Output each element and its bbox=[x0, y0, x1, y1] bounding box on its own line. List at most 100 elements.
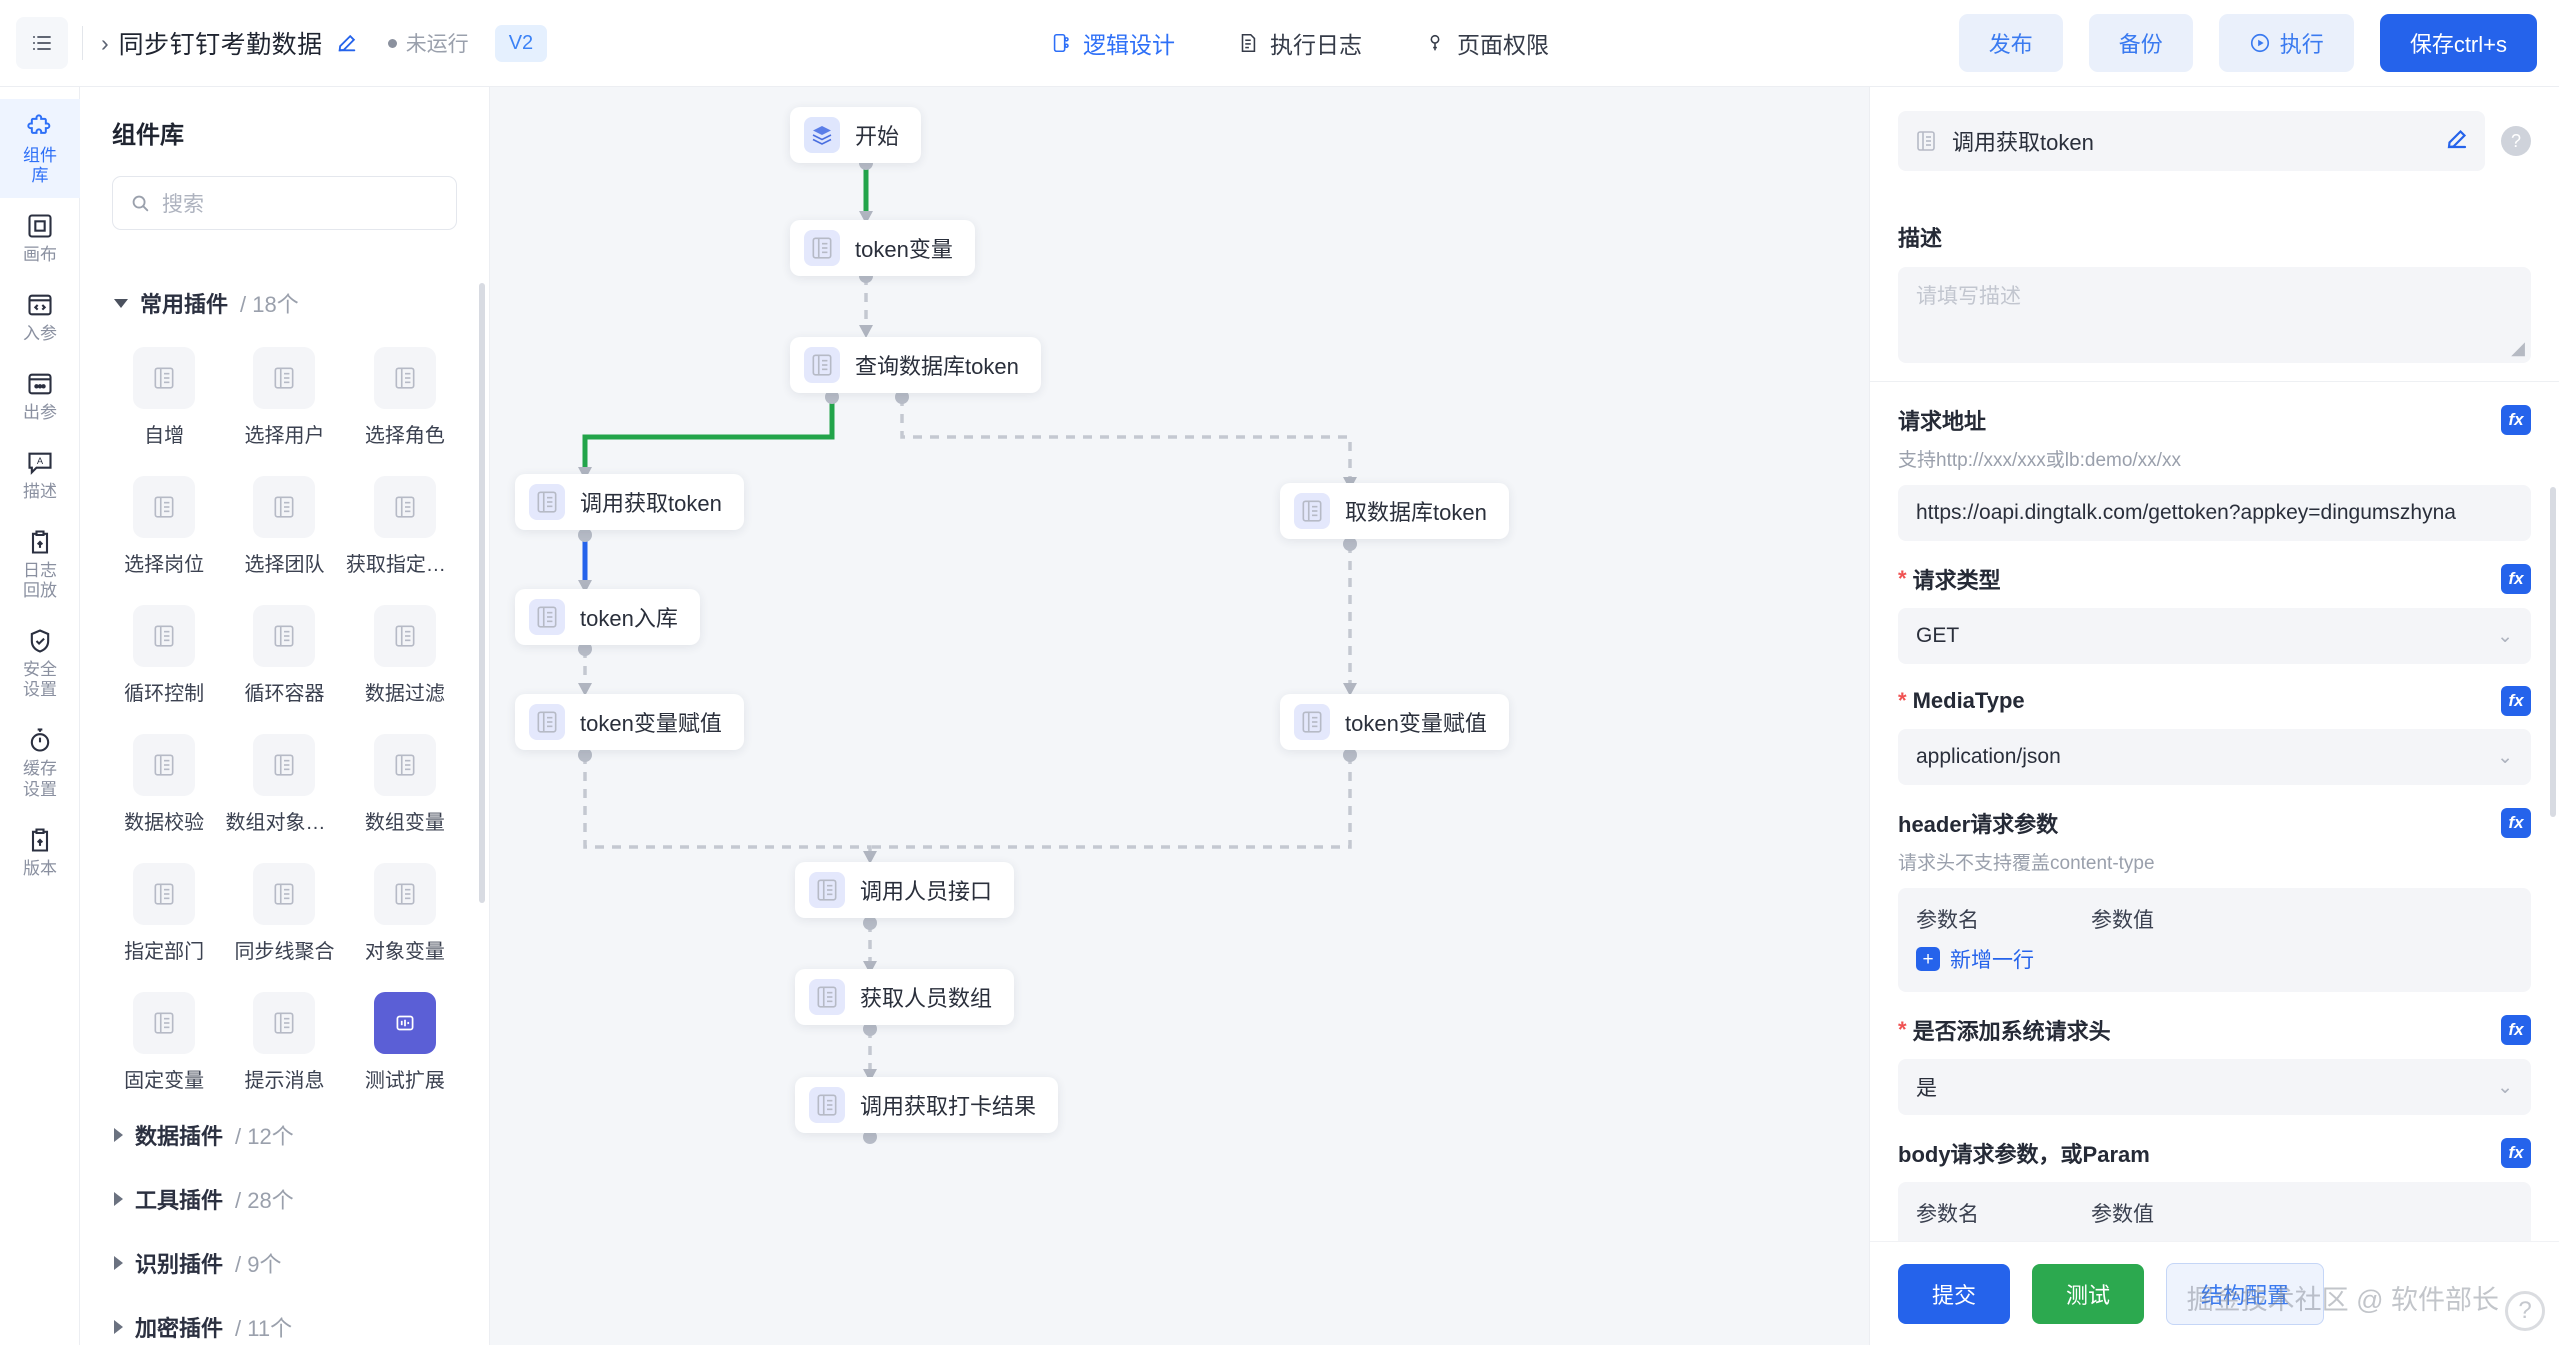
flow-node[interactable]: 调用获取打卡结果 bbox=[795, 1077, 1059, 1133]
log-document-icon bbox=[1241, 33, 1256, 53]
component-item[interactable]: 选择岗位 bbox=[104, 466, 224, 581]
category-header[interactable]: 工具插件 / 28个 bbox=[80, 1161, 489, 1225]
component-item[interactable]: 提示消息 bbox=[224, 982, 344, 1097]
structure-config-button[interactable]: 结构配置 bbox=[2166, 1262, 2325, 1325]
search-input[interactable]: 搜索 bbox=[112, 176, 457, 230]
component-item[interactable]: 循环容器 bbox=[224, 595, 344, 710]
field-select[interactable]: GET ⌄ bbox=[1898, 608, 2531, 664]
hamburger-list-icon[interactable] bbox=[16, 17, 68, 69]
field-select-value: 是 bbox=[1916, 1077, 1937, 1100]
component-item[interactable]: 数组对象变量 bbox=[224, 724, 344, 839]
fx-formula-icon[interactable]: fx bbox=[2501, 686, 2531, 716]
tab-page-permission[interactable]: 页面权限 bbox=[1424, 26, 1549, 60]
layers-start-icon bbox=[804, 117, 840, 153]
fx-formula-icon[interactable]: fx bbox=[2501, 405, 2531, 435]
field-select[interactable]: application/json ⌄ bbox=[1898, 729, 2531, 785]
flow-node[interactable]: token变量 bbox=[790, 220, 975, 276]
component-item[interactable]: 指定部门 bbox=[104, 853, 224, 968]
tab-exec-log[interactable]: 执行日志 bbox=[1237, 26, 1362, 60]
component-item[interactable]: 选择角色 bbox=[345, 337, 465, 452]
save-button[interactable]: 保存ctrl+s bbox=[2379, 14, 2537, 72]
rail-item-input-params[interactable]: 入参 bbox=[0, 277, 80, 356]
tab-logic-design[interactable]: 逻辑设计 bbox=[1050, 26, 1175, 60]
field-label: 请求地址 bbox=[1898, 404, 1986, 436]
component-item[interactable]: 数据校验 bbox=[104, 724, 224, 839]
component-grid: 自增 选择用户 选择角色 选择岗位 选择团队 获取指定请… 循环控制 循环容器 … bbox=[80, 329, 489, 1097]
plugin-icon bbox=[817, 1094, 837, 1116]
flow-node[interactable]: 调用人员接口 bbox=[795, 862, 1015, 918]
backup-button[interactable]: 备份 bbox=[2088, 14, 2193, 72]
test-button[interactable]: 测试 bbox=[2032, 1263, 2145, 1324]
flow-node[interactable]: token入库 bbox=[515, 589, 700, 645]
category-name: 识别插件 bbox=[135, 1252, 224, 1277]
component-item[interactable]: 选择用户 bbox=[224, 337, 344, 452]
fx-formula-icon[interactable]: fx bbox=[2501, 564, 2531, 594]
description-textarea[interactable]: 请填写描述 ◢ bbox=[1898, 267, 2531, 363]
component-item[interactable]: 数据过滤 bbox=[345, 595, 465, 710]
run-status: 未运行 bbox=[387, 28, 469, 58]
submit-button[interactable]: 提交 bbox=[1898, 1263, 2011, 1324]
field-hint: 支持http://xxx/xxx或lb:demo/xx/xx bbox=[1898, 450, 2181, 471]
panel-scrollbar[interactable] bbox=[2550, 487, 2556, 817]
rail-item-label: 日志回放 bbox=[23, 561, 57, 601]
category-header[interactable]: 识别插件 / 9个 bbox=[80, 1225, 489, 1289]
flow-node[interactable]: token变量赋值 bbox=[515, 694, 744, 750]
flow-canvas[interactable]: 开始 token变量 查询数据库token 调用获取token 取数据库toke… bbox=[490, 87, 1869, 1345]
rail-item-canvas[interactable]: 画布 bbox=[0, 198, 80, 277]
flow-node-label: 开始 bbox=[855, 124, 900, 149]
field-input[interactable]: https://oapi.dingtalk.com/gettoken?appke… bbox=[1898, 485, 2531, 541]
toolbar-divider bbox=[82, 26, 83, 60]
run-button[interactable]: 执行 bbox=[2218, 14, 2354, 72]
fx-formula-icon[interactable]: fx bbox=[2501, 1138, 2531, 1168]
flow-node[interactable]: 查询数据库token bbox=[790, 337, 1041, 393]
flow-node[interactable]: 获取人员数组 bbox=[795, 969, 1015, 1025]
top-tabs: 逻辑设计 执行日志 页面权限 bbox=[1050, 26, 1549, 60]
component-item[interactable]: 选择团队 bbox=[224, 466, 344, 581]
category-header[interactable]: 数据插件 / 12个 bbox=[80, 1097, 489, 1161]
clipboard-upload-icon bbox=[31, 828, 49, 852]
component-item[interactable]: 获取指定请… bbox=[345, 466, 465, 581]
plugin-icon bbox=[804, 230, 840, 266]
component-item[interactable]: 测试扩展 bbox=[345, 982, 465, 1097]
plugin-icon bbox=[1294, 493, 1330, 529]
publish-button[interactable]: 发布 bbox=[1958, 14, 2063, 72]
chevron-down-icon bbox=[114, 298, 128, 308]
rail-item-description[interactable]: A 描述 bbox=[0, 435, 80, 514]
chevron-right-icon[interactable]: › bbox=[101, 29, 109, 56]
question-mark-icon[interactable]: ? bbox=[2501, 126, 2531, 156]
library-scrollbar[interactable] bbox=[479, 283, 485, 903]
category-header-common[interactable]: 常用插件 / 18个 bbox=[80, 265, 489, 329]
plugin-icon bbox=[809, 1087, 845, 1123]
component-item[interactable]: 自增 bbox=[104, 337, 224, 452]
field-select[interactable]: 是 ⌄ bbox=[1898, 1059, 2531, 1115]
rail-item-components[interactable]: 组件库 bbox=[0, 99, 80, 199]
rail-item-security-settings[interactable]: 安全设置 bbox=[0, 613, 80, 712]
pencil-edit-icon[interactable] bbox=[336, 32, 358, 54]
component-item[interactable]: 数组变量 bbox=[345, 724, 465, 839]
component-item[interactable]: 固定变量 bbox=[104, 982, 224, 1097]
fx-formula-icon[interactable]: fx bbox=[2501, 808, 2531, 838]
rail-item-version[interactable]: 版本 bbox=[0, 812, 80, 891]
version-badge[interactable]: V2 bbox=[494, 24, 548, 62]
plugin-icon bbox=[373, 476, 436, 538]
component-item[interactable]: 循环控制 bbox=[104, 595, 224, 710]
component-item[interactable]: 同步线聚合 bbox=[224, 853, 344, 968]
plugin-icon bbox=[133, 734, 196, 796]
flow-node[interactable]: 开始 bbox=[790, 107, 922, 163]
category-header[interactable]: 加密插件 / 11个 bbox=[80, 1289, 489, 1345]
flow-node-label: 取数据库token bbox=[1345, 500, 1487, 525]
flow-node[interactable]: 取数据库token bbox=[1280, 483, 1509, 539]
field-label: header请求参数 bbox=[1898, 807, 2058, 839]
pencil-edit-icon[interactable] bbox=[2445, 127, 2469, 156]
rail-item-log-replay[interactable]: 日志回放 bbox=[0, 514, 80, 613]
node-name-field[interactable]: 调用获取token bbox=[1898, 111, 2485, 171]
flow-node[interactable]: 调用获取token bbox=[515, 474, 744, 530]
resize-grip-icon[interactable]: ◢ bbox=[2511, 338, 2525, 358]
component-item[interactable]: 对象变量 bbox=[345, 853, 465, 968]
fx-formula-icon[interactable]: fx bbox=[2501, 1015, 2531, 1045]
flow-node[interactable]: token变量赋值 bbox=[1280, 694, 1509, 750]
rail-item-output-params[interactable]: 出参 bbox=[0, 356, 80, 435]
page-title: 同步钉钉考勤数据 bbox=[118, 31, 323, 59]
rail-item-cache-settings[interactable]: 缓存设置 bbox=[0, 712, 80, 811]
add-row-button[interactable]: + 新增一行 bbox=[1916, 944, 2513, 974]
